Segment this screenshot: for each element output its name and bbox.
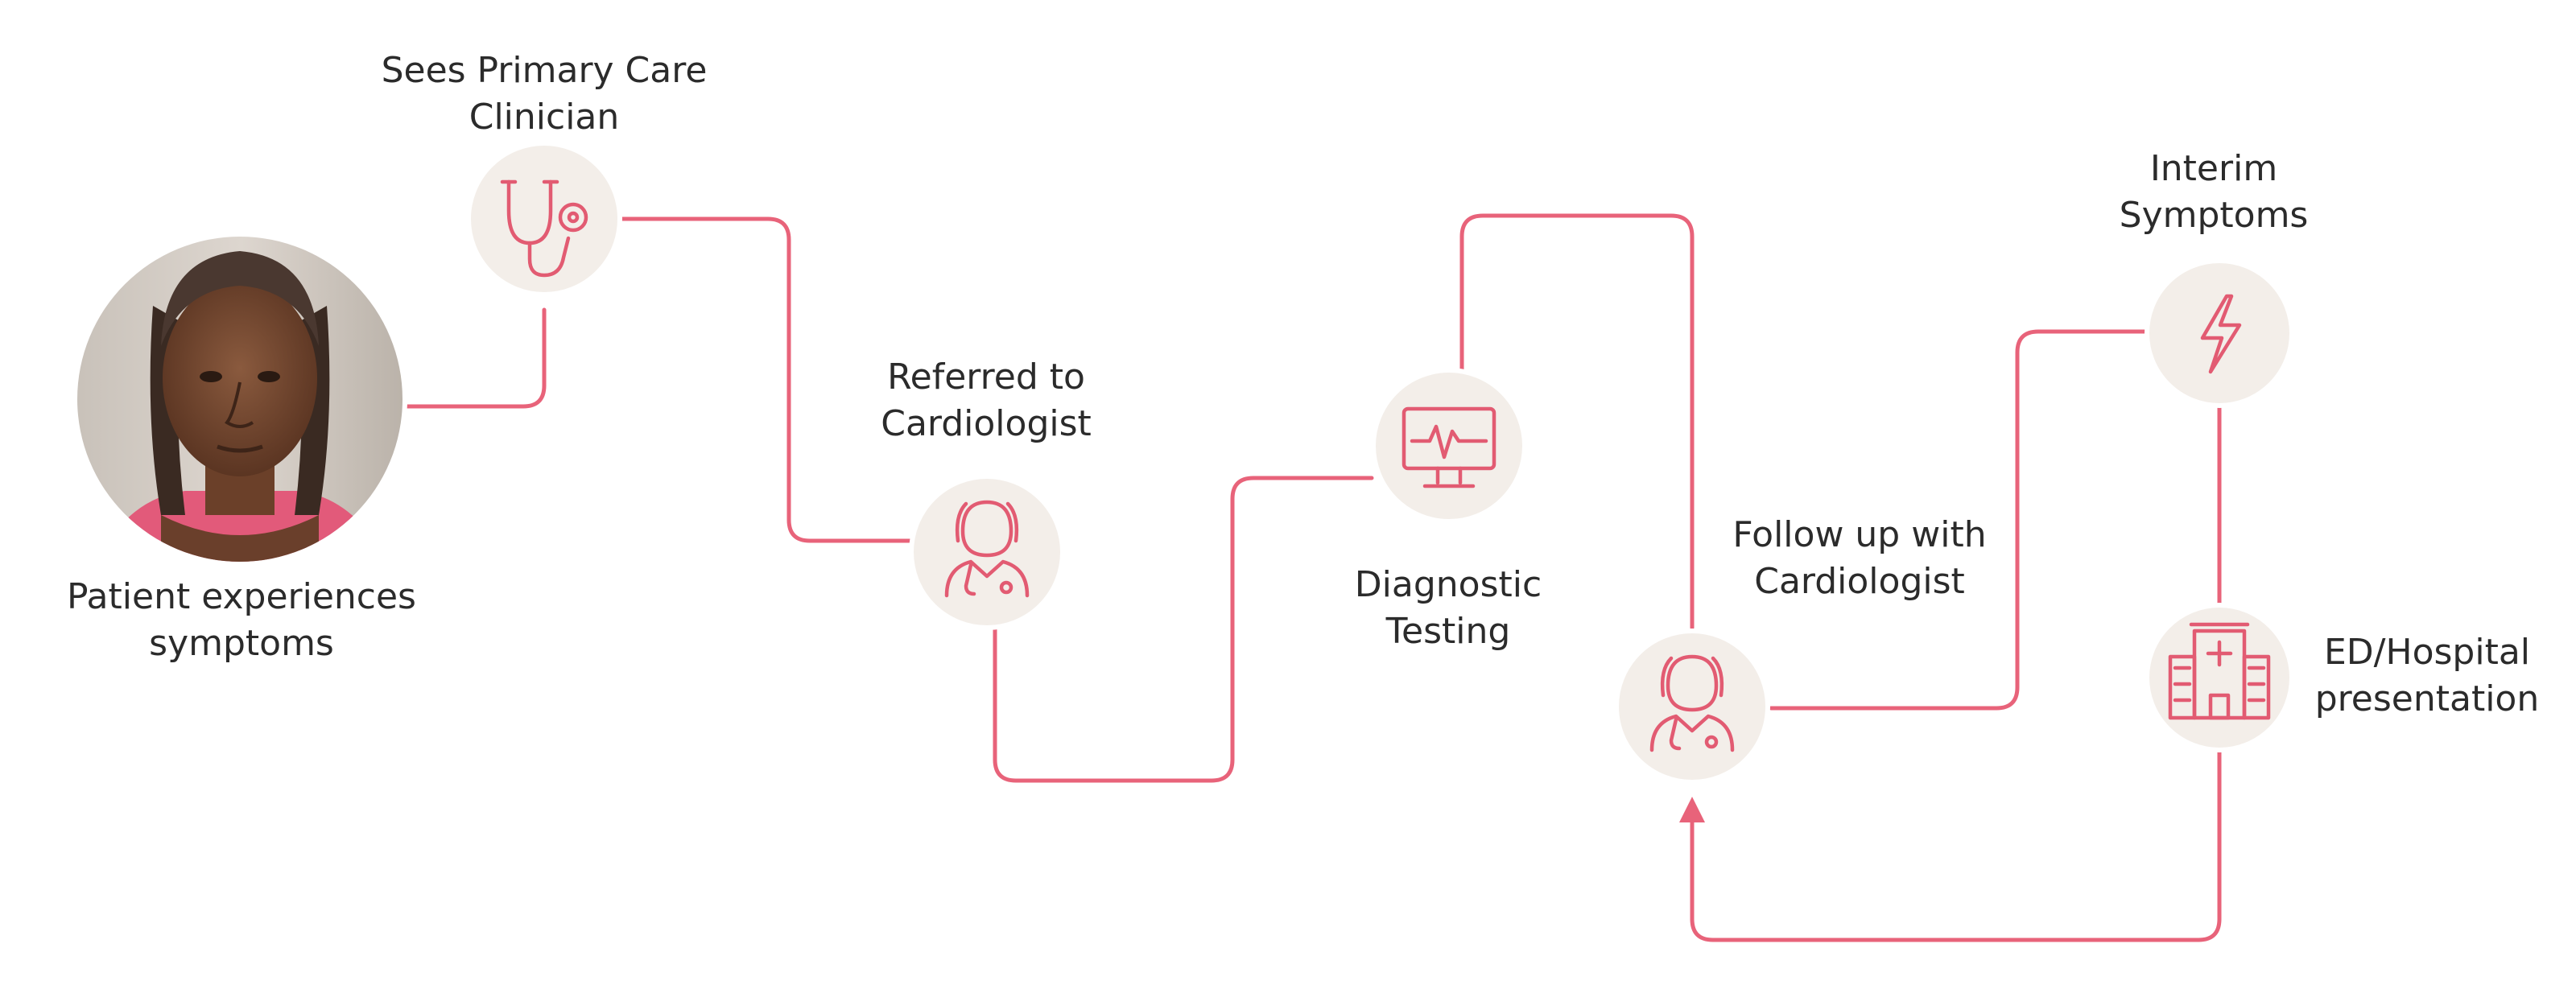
step-label-diagnostic: Diagnostic Testing (1354, 564, 1542, 652)
doctor-icon (944, 500, 1030, 598)
hospital-node (2145, 603, 2294, 752)
connector-hospital-to-follow-up (1690, 744, 2222, 942)
connector-diagnostic-to-follow-up (1459, 213, 1695, 630)
connector-patient-to-primary-care (400, 307, 547, 409)
connector-follow-up-to-interim (1769, 329, 2147, 711)
step-label-interim: Interim Symptoms (2119, 148, 2309, 236)
doctor-icon (1649, 654, 1735, 752)
step-label-primary-care: Sees Primary Care Clinician (381, 50, 708, 138)
lightning-icon (2200, 294, 2242, 374)
patient-photo (72, 232, 407, 567)
interim-node (2145, 258, 2294, 408)
primary-care-node (466, 141, 622, 297)
follow-up-node (1614, 629, 1770, 785)
referred-node (909, 474, 1065, 630)
step-label-follow-up: Follow up with Cardiologist (1732, 514, 1987, 602)
step-label-hospital: ED/Hospital presentation (2314, 632, 2540, 719)
arrowhead-icon (1679, 797, 1705, 822)
step-label-patient: Patient experiences symptoms (67, 576, 416, 664)
diagnostic-node (1371, 368, 1527, 524)
connector-primary-care-to-referred (617, 216, 914, 543)
hospital-icon (2168, 622, 2271, 720)
ecg-monitor-icon (1402, 406, 1496, 488)
stethoscope-icon (500, 179, 588, 278)
step-label-referred: Referred to Cardiologist (881, 356, 1092, 444)
flow-connectors (400, 213, 2222, 942)
connector-referred-to-diagnostic (993, 476, 1374, 783)
